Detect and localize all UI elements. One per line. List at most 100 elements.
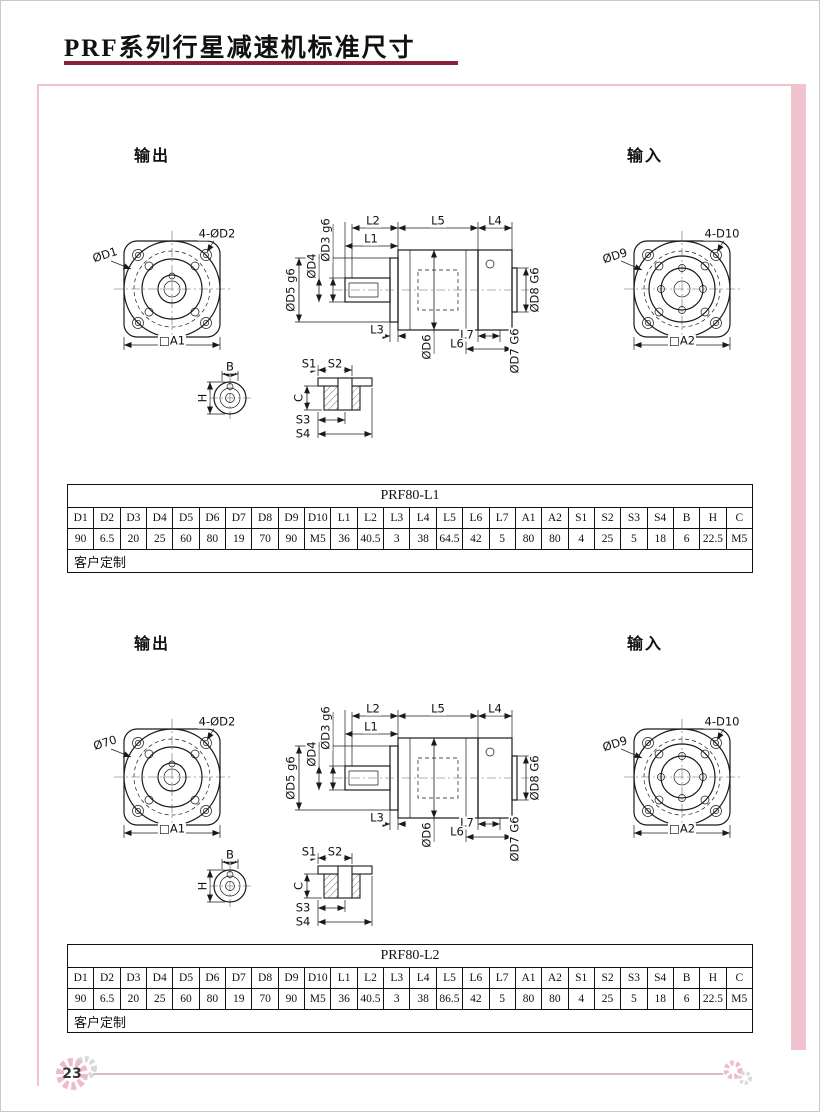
table-cell: 90	[66, 988, 95, 1010]
table-cell: 42	[462, 988, 490, 1010]
output-label: 输出	[133, 148, 171, 165]
column-header: D1	[66, 507, 95, 529]
page-border-top	[37, 84, 806, 86]
table-cell: 6.5	[93, 988, 121, 1010]
column-header: L2	[356, 507, 385, 529]
dim-label-d8: ØD8 G6	[527, 754, 542, 802]
table-cell: 22.5	[699, 528, 727, 550]
column-header: D4	[146, 967, 174, 989]
dim-label-d5: ØD5 g6	[283, 755, 298, 801]
table-cell: M5	[304, 988, 332, 1010]
table-cell: 25	[593, 528, 622, 550]
technical-drawing	[110, 710, 740, 926]
table-cell: 4	[567, 528, 595, 550]
column-header: D4	[146, 507, 174, 529]
dim-label-s3: S3	[294, 900, 312, 915]
column-header: D8	[251, 507, 279, 529]
column-header: A2	[541, 507, 569, 529]
column-header: L5	[435, 507, 464, 529]
input-label: 输入	[626, 148, 664, 165]
column-header: L2	[356, 967, 385, 989]
column-header: A2	[541, 967, 569, 989]
column-header: S2	[593, 507, 622, 529]
section-view	[303, 365, 373, 438]
table-cell: 25	[146, 988, 174, 1010]
dim-label-l5: L5	[430, 701, 446, 716]
table-cell: 80	[541, 988, 569, 1010]
dim-label-d2: 4-ØD2	[197, 714, 237, 729]
table-cell: 60	[172, 528, 200, 550]
table-cell: 80	[514, 988, 543, 1010]
dim-label-a1: □A1	[157, 821, 187, 836]
column-header: S3	[620, 507, 648, 529]
column-header: S4	[646, 967, 674, 989]
dim-label-l2: L2	[365, 213, 381, 228]
table-cell: 38	[409, 528, 437, 550]
dim-label-d6: ØD6	[419, 333, 434, 361]
column-header: L4	[409, 507, 437, 529]
column-header: D10	[304, 507, 332, 529]
table-cell: 90	[277, 988, 306, 1010]
table-cell: 19	[225, 988, 253, 1010]
dim-label-d3: ØD3 g6	[318, 217, 333, 263]
table-cell: 22.5	[699, 988, 727, 1010]
table-cell: M5	[304, 528, 332, 550]
column-header: D5	[172, 967, 200, 989]
column-header: L3	[383, 507, 411, 529]
page-title: PRF系列行星减速机标准尺寸	[64, 35, 416, 62]
column-header: D9	[277, 507, 306, 529]
section-view	[303, 853, 373, 926]
dim-label-s2: S2	[326, 844, 344, 859]
column-header: C	[725, 967, 754, 989]
dim-label-a2: □A2	[667, 333, 697, 348]
footer-ornament	[56, 1056, 752, 1090]
side-section-view	[295, 222, 531, 358]
dim-label-d4: ØD4	[304, 740, 319, 768]
table-cell: 19	[225, 528, 253, 550]
dim-label-l1: L1	[363, 719, 379, 734]
table-cell: 25	[146, 528, 174, 550]
table-cell: 42	[462, 528, 490, 550]
column-header: L6	[462, 507, 490, 529]
drawing-section-prf80-l1: 输出 输入 ØD1 4-ØD2 □A1 B H S1 S2 C S3 S4 L2…	[37, 128, 790, 458]
shaft-end-view	[207, 859, 251, 907]
column-header: A1	[514, 507, 543, 529]
table-cell: 5	[620, 988, 648, 1010]
dim-label-l3: L3	[369, 810, 385, 825]
dim-label-l4: L4	[487, 701, 503, 716]
table-footer: 客户定制	[67, 1009, 753, 1033]
column-header: L7	[488, 507, 516, 529]
table-cell: 80	[198, 988, 227, 1010]
dim-label-a2: □A2	[667, 821, 697, 836]
column-header: L3	[383, 967, 411, 989]
shaft-end-view	[207, 371, 251, 419]
dim-label-d3: ØD3 g6	[318, 705, 333, 751]
table-cell: 3	[383, 528, 411, 550]
column-header: L4	[409, 967, 437, 989]
column-header: D2	[93, 507, 121, 529]
column-header: D3	[119, 967, 148, 989]
column-header: L6	[462, 967, 490, 989]
table-cell: 80	[541, 528, 569, 550]
table-cell: 80	[514, 528, 543, 550]
table-cell: 5	[488, 528, 516, 550]
title-underline	[64, 61, 458, 65]
column-header: D8	[251, 967, 279, 989]
column-header: L1	[330, 967, 358, 989]
column-header: S2	[593, 967, 622, 989]
gear-icon	[723, 1060, 752, 1085]
table-cell: 3	[383, 988, 411, 1010]
dim-label-d7: ØD7 G6	[507, 815, 522, 863]
table-cell: 36	[330, 988, 358, 1010]
page-border-left	[37, 84, 39, 1086]
table-footer: 客户定制	[67, 549, 753, 573]
dim-label-s4: S4	[294, 426, 312, 441]
dim-label-l5: L5	[430, 213, 446, 228]
column-header: L5	[435, 967, 464, 989]
table-cell: 20	[119, 988, 148, 1010]
table-title: PRF80-L2	[67, 944, 753, 968]
drawing-section-prf80-l2: 输出 输入 Ø70 4-ØD2 □A1 B H S1 S2 C S3 S4 L2…	[37, 616, 790, 946]
